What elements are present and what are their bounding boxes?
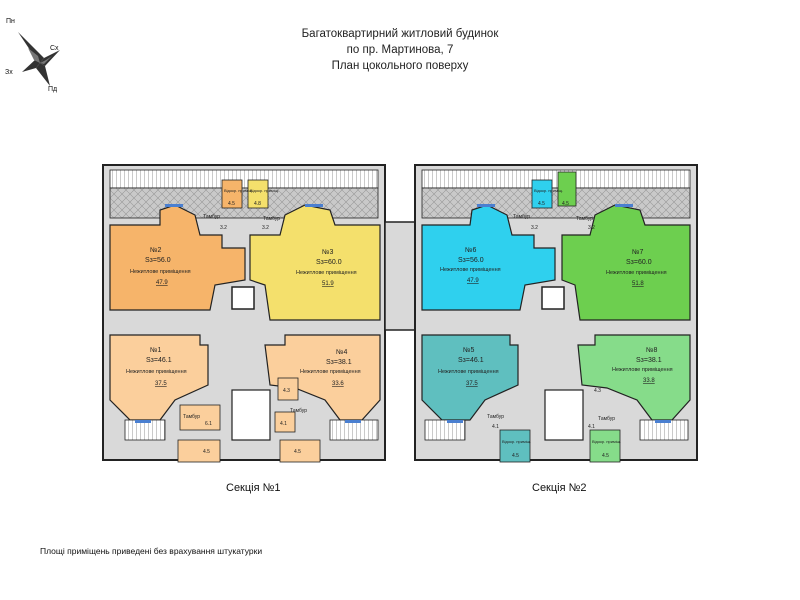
unit-6-number: №6 <box>465 247 477 254</box>
unit-8-extra-label: Відокр. приміщ. <box>592 439 621 444</box>
unit-7-tambur-area: 3.2 <box>588 225 595 231</box>
footnote: Площі приміщень приведені без врахування… <box>40 546 263 556</box>
compass-east: Сх <box>50 45 59 52</box>
unit-7-extra: 4.5 <box>562 201 569 207</box>
unit-6-tambur-area: 3.2 <box>531 225 538 231</box>
unit-5-tambur: Тамбур <box>487 414 504 420</box>
unit-3-area <box>249 204 381 321</box>
unit-7-number: №7 <box>632 249 644 256</box>
unit-3-extra: 4.8 <box>254 201 261 207</box>
unit-3-sub: 51.9 <box>322 281 334 287</box>
unit-5-sub: 37.5 <box>466 381 478 387</box>
unit-4-tambur: Тамбур <box>290 408 307 414</box>
unit-2-number: №2 <box>150 247 162 254</box>
unit-2-area-value: Sз=56.0 <box>145 257 171 264</box>
unit-3-extra-label: Відокр. приміщ. <box>250 188 279 193</box>
unit-2-tambur-area: 3.2 <box>220 225 227 231</box>
unit-1-tambur-area: 6.1 <box>205 421 212 427</box>
title-line-2: по пр. Мартинова, 7 <box>346 44 454 56</box>
unit-8-number: №8 <box>646 347 658 354</box>
compass-north: Пн <box>6 18 15 25</box>
section-1-label: Секція №1 <box>226 482 281 494</box>
unit-6-tambur: Тамбур <box>513 214 530 220</box>
unit-5-type: Нежитлове приміщення <box>438 369 499 375</box>
unit-2-tambur: Тамбур <box>203 214 220 220</box>
unit-7-tambur: Тамбур <box>576 216 593 222</box>
unit-8-extra: 4.5 <box>602 453 609 459</box>
unit-6-area <box>421 204 556 311</box>
unit-5-tambur-area: 4.1 <box>492 424 499 430</box>
unit-2-area <box>109 204 246 311</box>
unit-4-side: 4.3 <box>283 388 290 394</box>
unit-3-type: Нежитлове приміщення <box>296 270 357 276</box>
unit-7-area <box>561 204 691 321</box>
unit-6-area-value: Sз=56.0 <box>458 257 484 264</box>
unit-4-sub: 33.6 <box>332 381 344 387</box>
unit-6-extra-label: Відокр. приміщ. <box>534 188 563 193</box>
unit-4-type: Нежитлове приміщення <box>300 369 361 375</box>
unit-1-type: Нежитлове приміщення <box>126 369 187 375</box>
unit-8-tambur: Тамбур <box>598 416 615 422</box>
unit-1-sub: 37.5 <box>155 381 167 387</box>
unit-3-number: №3 <box>322 249 334 256</box>
unit-5-area <box>421 334 519 421</box>
unit-4-extra: 4.5 <box>294 449 301 455</box>
compass-rose-icon: Пн Сх Пд Зх <box>5 18 60 93</box>
unit-3-area-value: Sз=60.0 <box>316 259 342 266</box>
unit-8-side: 4.3 <box>594 388 601 394</box>
unit-5-area-value: Sз=46.1 <box>458 357 484 364</box>
section-1-plan: №2 Sз=56.0 Нежитлове приміщення 47.9 Там… <box>102 164 386 463</box>
section-2-label: Секція №2 <box>532 482 587 494</box>
unit-1-tambur: Тамбур <box>183 414 200 420</box>
title-line-1: Багатоквартирний житловий будинок <box>301 28 499 40</box>
unit-8-area-value: Sз=38.1 <box>636 357 662 364</box>
unit-1-number: №1 <box>150 347 162 354</box>
unit-8-tambur-area: 4.1 <box>588 424 595 430</box>
unit-6-sub: 47.9 <box>467 278 479 284</box>
unit-7-type: Нежитлове приміщення <box>606 270 667 276</box>
section-link-corridor <box>384 221 416 331</box>
unit-1-area <box>109 334 209 421</box>
unit-8-type: Нежитлове приміщення <box>612 367 673 373</box>
unit-6-extra: 4.5 <box>538 201 545 207</box>
unit-5-extra-label: Відокр. приміщ. <box>502 439 531 444</box>
unit-2-extra-label: Відокр. приміщ. <box>224 188 253 193</box>
unit-7-area-value: Sз=60.0 <box>626 259 652 266</box>
unit-2-extra: 4.5 <box>228 201 235 207</box>
unit-1-extra: 4.5 <box>203 449 210 455</box>
section-2-plan: №6 Sз=56.0 Нежитлове приміщення 47.9 Там… <box>414 164 698 463</box>
unit-5-extra: 4.5 <box>512 453 519 459</box>
title-line-3: План цокольного поверху <box>331 60 469 72</box>
unit-2-type: Нежитлове приміщення <box>130 269 191 275</box>
unit-4-tambur-area: 4.1 <box>280 421 287 427</box>
unit-4-number: №4 <box>336 349 348 356</box>
unit-3-tambur-area: 3.2 <box>262 225 269 231</box>
compass-west: Зх <box>5 69 13 76</box>
plan-title: Багатоквартирний житловий будинок по пр.… <box>0 26 800 74</box>
unit-6-type: Нежитлове приміщення <box>440 267 501 273</box>
unit-5-number: №5 <box>463 347 475 354</box>
unit-2-sub: 47.9 <box>156 280 168 286</box>
unit-1-area-value: Sз=46.1 <box>146 357 172 364</box>
compass-south: Пд <box>48 86 57 93</box>
unit-8-sub: 33.8 <box>643 378 655 384</box>
unit-4-area-value: Sз=38.1 <box>326 359 352 366</box>
unit-7-sub: 51.8 <box>632 281 644 287</box>
unit-3-tambur: Тамбур <box>263 216 280 222</box>
